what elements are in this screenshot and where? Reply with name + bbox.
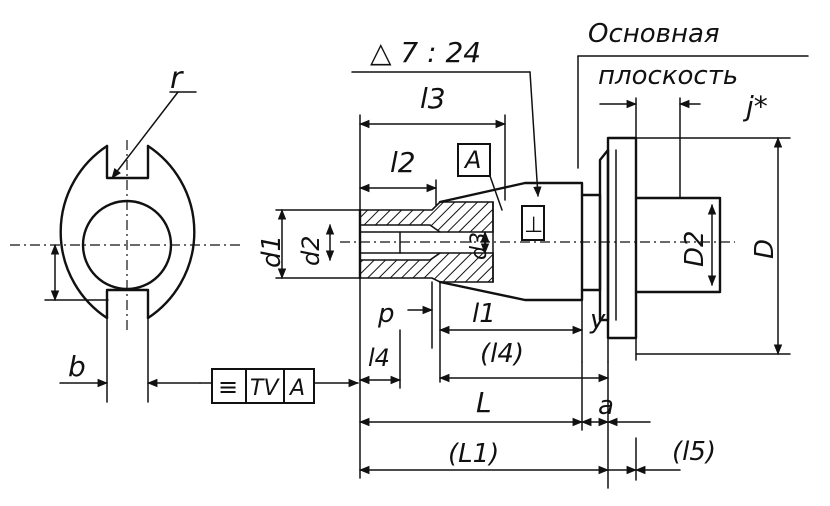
taper-label: △ 7 : 24 <box>370 36 481 69</box>
tolerance-value: TV <box>250 376 280 401</box>
main-plane-label-2: плоскость <box>598 61 738 91</box>
label-b: b <box>68 350 86 383</box>
label-l5-paren: (l5) <box>672 437 716 467</box>
label-a: a <box>598 391 614 421</box>
label-L1-paren: (L1) <box>448 439 499 469</box>
label-l4-paren: (l4) <box>480 339 524 369</box>
label-l4: l4 <box>368 344 390 372</box>
main-plane-label-1: Основная <box>588 19 720 49</box>
label-d3: d3 <box>467 232 492 260</box>
perpendicular-symbol: ⊥ <box>524 213 543 238</box>
label-r: r <box>170 61 184 96</box>
tolerance-datum: A <box>288 376 305 401</box>
label-D2: D2 <box>680 230 710 267</box>
side-view: ⊥ A △ 7 : 24 Основная плоскость j* l3 l2… <box>257 19 809 489</box>
label-l2: l2 <box>390 146 416 179</box>
r-leader <box>111 91 179 179</box>
end-view-outer-contour <box>59 144 196 320</box>
tolerance-symbol: ≡ <box>218 373 238 401</box>
section-hatching-top <box>359 201 494 233</box>
taper-shank <box>438 181 584 302</box>
label-l1: l1 <box>472 299 496 329</box>
top-slot <box>105 144 150 180</box>
flange-body <box>606 136 638 340</box>
tolerance-frame: ≡ TV A <box>199 368 360 404</box>
label-d2: d2 <box>297 235 325 266</box>
label-l3: l3 <box>420 82 446 115</box>
label-L: L <box>476 386 492 419</box>
label-j: j* <box>742 90 768 123</box>
end-view: r b <box>10 61 240 403</box>
label-y: y <box>589 305 606 335</box>
label-p: p <box>377 299 395 329</box>
label-D: D <box>750 239 780 259</box>
datum-A: A <box>463 146 481 174</box>
cylindrical-end <box>634 196 722 294</box>
